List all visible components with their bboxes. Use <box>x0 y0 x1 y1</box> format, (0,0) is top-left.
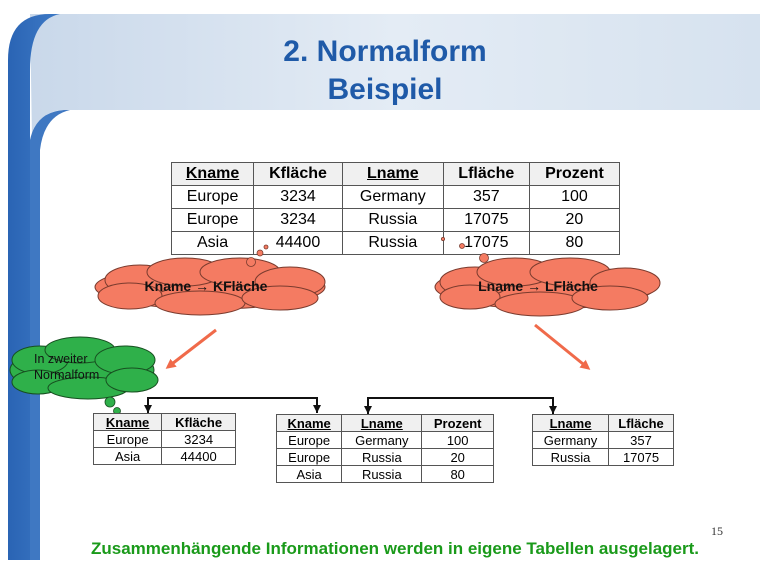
table-cell: Europe <box>275 431 343 449</box>
table-header-row: Kname Kfläche Lname Lfläche Prozent <box>170 162 621 186</box>
table-header-row: Kname Lname Prozent <box>275 414 494 432</box>
table-cell: 3234 <box>253 185 343 209</box>
column-header: Lfläche <box>608 414 674 432</box>
table-row: Europe 3234 Germany 357 100 <box>170 185 621 209</box>
column-header: Kfläche <box>253 162 343 186</box>
page-number: 15 <box>711 524 723 538</box>
main-table: Kname Kfläche Lname Lfläche Prozent Euro… <box>170 162 621 255</box>
column-header: Lname <box>341 162 444 186</box>
column-header: Lname <box>531 414 610 432</box>
column-header: Kname <box>170 162 255 186</box>
table-cell: 20 <box>421 448 494 466</box>
green-cloud-label-line2: Normalform <box>34 368 100 382</box>
table-cell: Russia <box>341 208 444 232</box>
table-cell: 44400 <box>253 231 343 255</box>
table-cell: 44400 <box>161 447 236 465</box>
table-row: Europe 3234 <box>92 430 236 448</box>
table-cell: 357 <box>442 185 530 209</box>
table-cell: Germany <box>341 185 444 209</box>
table-row: Europe 3234 Russia 17075 20 <box>170 208 621 232</box>
column-header: Kname <box>275 414 343 432</box>
column-header: Lname <box>341 414 423 432</box>
right-cloud-label: Lname → LFläche <box>478 278 598 294</box>
table-cell: 17075 <box>442 231 530 255</box>
table-cell: Russia <box>341 231 444 255</box>
table-cell: Europe <box>92 430 163 448</box>
table-row: Asia 44400 <box>92 447 236 465</box>
table-cell: 100 <box>528 185 621 209</box>
table-cell: Asia <box>275 465 343 483</box>
table-row: Asia Russia 80 <box>275 465 494 483</box>
table-cell: Europe <box>170 185 255 209</box>
table-header-row: Lname Lfläche <box>531 414 674 432</box>
table-kname-lname-prozent: Kname Lname Prozent Europe Germany 100 E… <box>275 414 494 483</box>
table-cell: Asia <box>170 231 255 255</box>
column-header: Lfläche <box>442 162 530 186</box>
column-header: Prozent <box>528 162 621 186</box>
table-cell: 80 <box>421 465 494 483</box>
table-cell: Russia <box>341 465 423 483</box>
table-row: Europe Germany 100 <box>275 431 494 449</box>
column-header: Kname <box>92 413 163 431</box>
table-cell: 80 <box>528 231 621 255</box>
table-header-row: Kname Kfläche <box>92 413 236 431</box>
table-cell: 3234 <box>161 430 236 448</box>
table-cell: 357 <box>608 431 674 449</box>
column-header: Kfläche <box>161 413 236 431</box>
table-cell: 20 <box>528 208 621 232</box>
slide-title-line2: Beispiel <box>327 73 443 106</box>
slide-title-line1: 2. Normalform <box>283 35 487 68</box>
table-cell: 3234 <box>253 208 343 232</box>
column-header: Prozent <box>421 414 494 432</box>
green-cloud-label-line1: In zweiter <box>34 352 88 366</box>
table-cell: Asia <box>92 447 163 465</box>
footer-text: Zusammenhängende Informationen werden in… <box>90 539 700 558</box>
table-row: Germany 357 <box>531 431 674 449</box>
table-row: Europe Russia 20 <box>275 448 494 466</box>
table-cell: 100 <box>421 431 494 449</box>
table-cell: Germany <box>341 431 423 449</box>
table-cell: 17075 <box>608 448 674 466</box>
table-lname-lflaeche: Lname Lfläche Germany 357 Russia 17075 <box>531 414 674 466</box>
left-cloud-label: Kname → KFläche <box>144 278 268 294</box>
table-cell: Russia <box>341 448 423 466</box>
table-row: Russia 17075 <box>531 448 674 466</box>
table-cell: Europe <box>170 208 255 232</box>
table-cell: Russia <box>531 448 610 466</box>
table-row: Asia 44400 Russia 17075 80 <box>170 231 621 255</box>
table-kname-kflaeche: Kname Kfläche Europe 3234 Asia 44400 <box>92 413 236 465</box>
table-cell: Germany <box>531 431 610 449</box>
table-cell: 17075 <box>442 208 530 232</box>
table-cell: Europe <box>275 448 343 466</box>
